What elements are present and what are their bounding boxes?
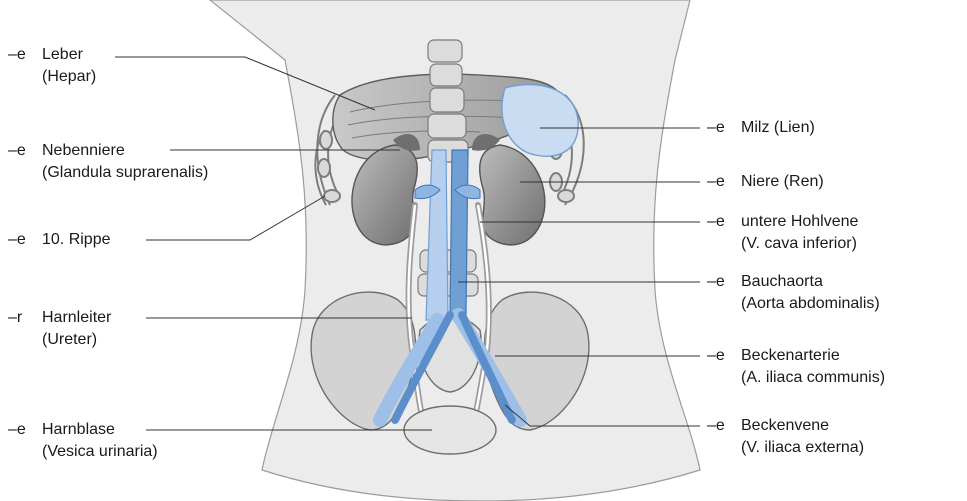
article: –e	[707, 117, 741, 139]
term: Niere (Ren)	[741, 173, 824, 190]
article: –e	[707, 345, 741, 367]
term: Nebenniere	[42, 142, 125, 159]
article: –e	[8, 229, 42, 251]
article: –e	[8, 44, 42, 66]
latin-term: (A. iliaca communis)	[707, 367, 885, 389]
term: Leber	[42, 46, 83, 63]
article: –e	[8, 419, 42, 441]
latin-term: (Vesica urinaria)	[8, 441, 158, 463]
latin-term: (Aorta abdominalis)	[707, 293, 880, 315]
article: –e	[8, 140, 42, 162]
term: Harnleiter	[42, 309, 111, 326]
latin-term: (V. cava inferior)	[707, 233, 858, 255]
term: 10. Rippe	[42, 231, 111, 248]
term: Bauchaorta	[741, 273, 823, 290]
term: untere Hohlvene	[741, 213, 858, 230]
article: –e	[707, 211, 741, 233]
latin-term: (Ureter)	[8, 329, 111, 351]
article: –e	[707, 415, 741, 437]
term: Harnblase	[42, 421, 115, 438]
article: –r	[8, 307, 42, 329]
latin-term: (Glandula suprarenalis)	[8, 162, 208, 184]
article: –e	[707, 271, 741, 293]
term: Beckenvene	[741, 417, 829, 434]
latin-term: (V. iliaca externa)	[707, 437, 864, 459]
term: Beckenarterie	[741, 347, 840, 364]
article: –e	[707, 171, 741, 193]
aorta-abdominalis	[450, 150, 468, 315]
latin-term: (Hepar)	[8, 66, 96, 88]
term: Milz (Lien)	[741, 119, 815, 136]
